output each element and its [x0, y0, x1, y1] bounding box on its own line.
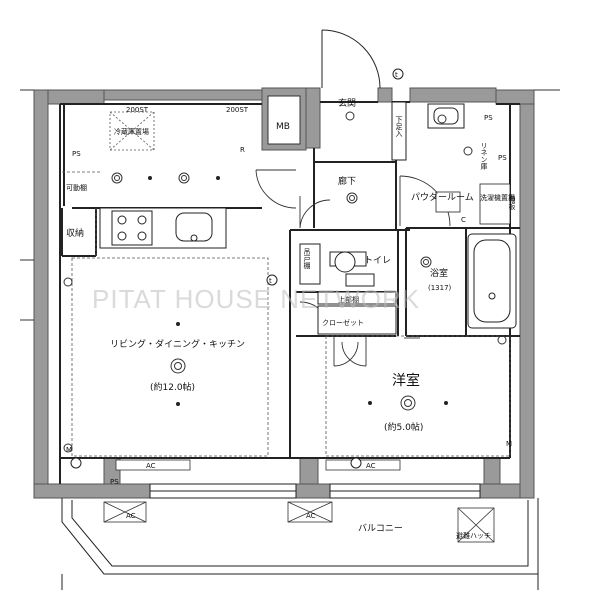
shelf-board-label: 棚板	[508, 195, 516, 211]
m-label-ldk: M	[66, 446, 72, 454]
linen-label: リネン庫	[480, 142, 488, 171]
ldk-label: リビング・ダイニング・キッチン	[110, 338, 245, 350]
closet-label: クローゼット	[322, 318, 364, 327]
balcony-label: バルコニー	[358, 523, 403, 534]
ceiling-lights	[63, 111, 507, 453]
bathtub	[467, 233, 517, 329]
western-room-label: 洋室	[392, 372, 420, 389]
watermark: PITAT HOUSE NETWORK	[92, 284, 420, 314]
kitchen-counter	[99, 207, 227, 249]
western-room-size: (約5.0帖)	[384, 421, 423, 433]
toilet-fixture	[299, 243, 375, 287]
downlight-dots	[148, 176, 448, 406]
mb-label: MB	[276, 122, 290, 132]
t-mark-text-1: t	[395, 71, 398, 79]
entrance-door	[321, 29, 407, 161]
storage-label: 収納	[66, 227, 84, 239]
ac-label-ldk: AC	[146, 462, 156, 470]
t-marks	[70, 68, 404, 469]
mb-box	[267, 95, 301, 145]
washer-label: 洗濯機置場	[480, 193, 515, 202]
hallway-label: 廊下	[338, 175, 356, 187]
ps-label-left: PS	[72, 150, 81, 158]
ac-label-balcony-mid: AC	[306, 512, 316, 520]
ps-label-bottom: PS	[110, 478, 119, 486]
powder-room-label: パウダールーム	[411, 191, 474, 203]
ac-label-western: AC	[366, 462, 376, 470]
toilet-shelf-label: 吊戸棚	[303, 248, 311, 270]
toilet-label: トイレ	[364, 256, 391, 266]
c-label: C	[461, 216, 466, 224]
movable-shelf-label: 可動棚	[66, 183, 87, 192]
windows	[149, 483, 481, 499]
ac-label-balcony-left: AC	[126, 512, 136, 520]
ps-label-top-right: PS	[484, 114, 493, 122]
sleeve-label-b: 200ST	[226, 106, 249, 114]
sleeve-label-a: 200ST	[126, 106, 149, 114]
fridge-label: 冷蔵庫置場	[114, 127, 149, 136]
m-label-western: M	[506, 440, 512, 448]
upper-shelf-label: 上部棚	[338, 295, 359, 304]
bath-label: 浴室	[430, 267, 448, 279]
dashed-outlines	[62, 171, 511, 457]
indoor-ac-units	[115, 459, 401, 471]
shoe-box-label: 下足入	[395, 116, 403, 137]
balcony-outline	[61, 498, 539, 590]
closet-shelf	[317, 291, 397, 335]
escape-hatch-label: 避難ハッチ	[456, 531, 491, 540]
ldk-size: (約12.0帖)	[150, 381, 195, 393]
ps-label-right: PS	[498, 154, 507, 162]
t-mark-text-2: t	[269, 277, 272, 285]
outer-stub-lines	[20, 89, 560, 321]
r-label: R	[240, 146, 245, 154]
fridge-space	[109, 111, 155, 151]
entrance-label: 玄関	[338, 97, 356, 109]
washbasin	[427, 103, 465, 129]
washer-space	[435, 183, 511, 225]
bath-size: (1317)	[428, 284, 452, 292]
balcony-ac-units	[103, 501, 495, 543]
